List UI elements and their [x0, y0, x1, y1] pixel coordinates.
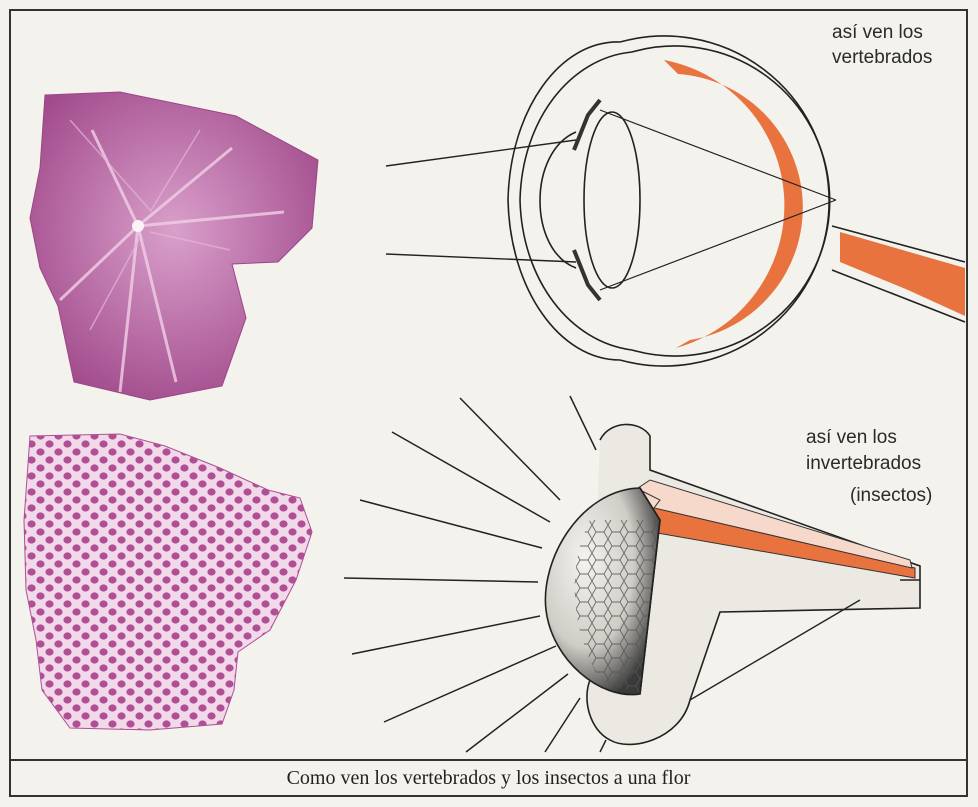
label-vertebrates-line1: así ven los	[832, 20, 923, 45]
label-invertebrates-line3: (insectos)	[850, 483, 932, 508]
flower-insect-view	[24, 434, 312, 730]
vertebrate-eye	[386, 36, 965, 366]
label-vertebrates-line2: vertebrados	[832, 45, 932, 70]
label-invertebrates-line1: así ven los	[806, 425, 897, 450]
label-invertebrates-line2: invertebrados	[806, 451, 921, 476]
flower-vertebrate-view	[30, 92, 318, 400]
caption: Como ven los vertebrados y los insectos …	[10, 760, 967, 796]
